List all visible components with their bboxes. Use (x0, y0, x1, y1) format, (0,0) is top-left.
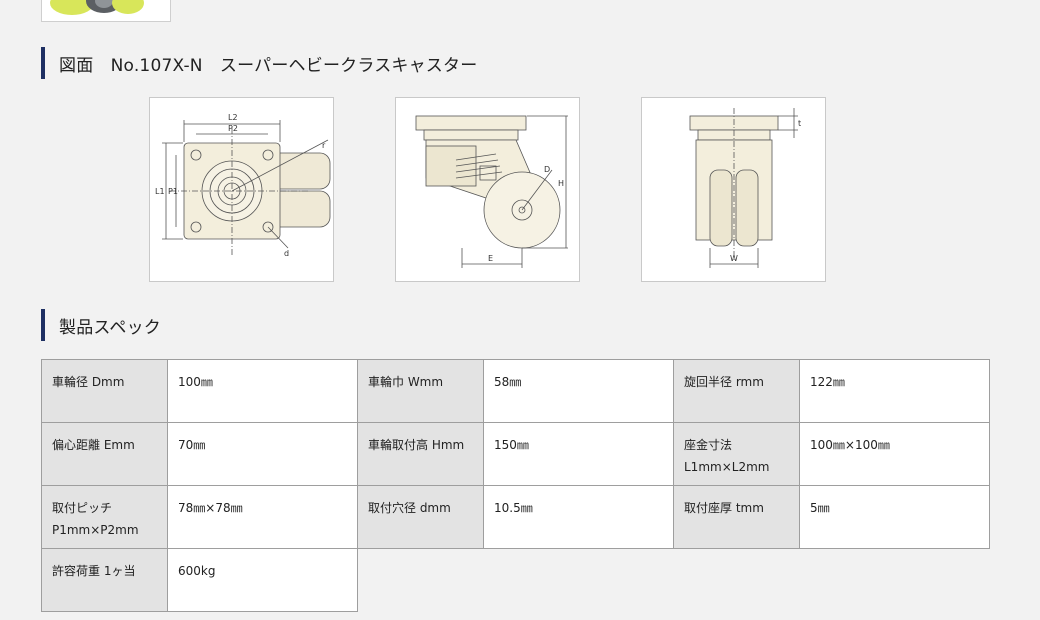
spec-table: 車輪径 Dmm 100㎜ 車輪巾 Wmm 58㎜ 旋回半径 rmm 122㎜ 偏… (41, 359, 990, 612)
dim-label-p1: P1 (168, 187, 178, 196)
spec-label-plate-thickness: 取付座厚 tmm (673, 485, 800, 549)
spec-value-wheel-diameter: 100㎜ (167, 359, 358, 423)
dim-label-e: E (488, 254, 493, 263)
spec-label-swivel-radius: 旋回半径 rmm (673, 359, 800, 423)
table-row: 許容荷重 1ヶ当 600kg (41, 548, 990, 612)
spec-value-plate-thickness: 5㎜ (799, 485, 990, 549)
dim-label-t: t (798, 119, 801, 128)
top-view-diagram: L2 P2 L1 P1 r d (155, 113, 331, 258)
spec-label-offset: 偏心距離 Emm (41, 422, 168, 486)
empty-cell (358, 549, 990, 612)
spec-label-load-capacity: 許容荷重 1ヶ当 (41, 548, 168, 612)
side-view-diagram: D H E (415, 115, 568, 268)
table-row: 車輪径 Dmm 100㎜ 車輪巾 Wmm 58㎜ 旋回半径 rmm 122㎜ (41, 359, 990, 423)
spec-label-plate-size: 座金寸法 L1mm×L2mm (673, 422, 800, 486)
drawing-side-view[interactable]: D H E (395, 97, 580, 282)
drawing-front-view[interactable]: t W (641, 97, 826, 282)
dim-label-p2: P2 (228, 124, 238, 133)
spec-value-hole-diameter: 10.5㎜ (483, 485, 674, 549)
caster-photo-image (50, 0, 144, 15)
heading-accent-bar (41, 309, 45, 341)
spec-value-mount-height: 150㎜ (483, 422, 674, 486)
spec-label-mount-height: 車輪取付高 Hmm (357, 422, 484, 486)
drawing-top-view[interactable]: L2 P2 L1 P1 r d (149, 97, 334, 282)
spec-label-bolt-pitch: 取付ピッチ P1mm×P2mm (41, 485, 168, 549)
dim-label-l1: L1 (155, 187, 165, 196)
dim-label-h: H (558, 179, 564, 188)
dim-label-l2: L2 (228, 113, 238, 122)
dim-label-r: r (322, 141, 326, 150)
dim-label-d: D (544, 165, 550, 174)
dim-label-d: d (284, 249, 289, 258)
spec-value-offset: 70㎜ (167, 422, 358, 486)
product-thumbnail[interactable] (41, 0, 171, 22)
drawing-heading-text: 図面 No.107X-N スーパーヘビークラスキャスター (59, 55, 478, 76)
table-row: 偏心距離 Emm 70㎜ 車輪取付高 Hmm 150㎜ 座金寸法 L1mm×L2… (41, 422, 990, 486)
spec-value-swivel-radius: 122㎜ (799, 359, 990, 423)
spec-label-wheel-diameter: 車輪径 Dmm (41, 359, 168, 423)
spec-heading-text: 製品スペック (59, 317, 162, 338)
spec-value-bolt-pitch: 78㎜×78㎜ (167, 485, 358, 549)
spec-label-wheel-width: 車輪巾 Wmm (357, 359, 484, 423)
spec-label-hole-diameter: 取付穴径 dmm (357, 485, 484, 549)
spec-value-load-capacity: 600kg (167, 548, 358, 612)
spec-section-heading: 製品スペック (41, 309, 161, 341)
spec-value-wheel-width: 58㎜ (483, 359, 674, 423)
heading-accent-bar (41, 47, 45, 79)
dim-label-w: W (730, 254, 738, 263)
table-row: 取付ピッチ P1mm×P2mm 78㎜×78㎜ 取付穴径 dmm 10.5㎜ 取… (41, 485, 990, 549)
front-view-diagram: t W (689, 108, 801, 268)
drawing-section-heading: 図面 No.107X-N スーパーヘビークラスキャスター (41, 47, 477, 79)
spec-value-plate-size: 100㎜×100㎜ (799, 422, 990, 486)
